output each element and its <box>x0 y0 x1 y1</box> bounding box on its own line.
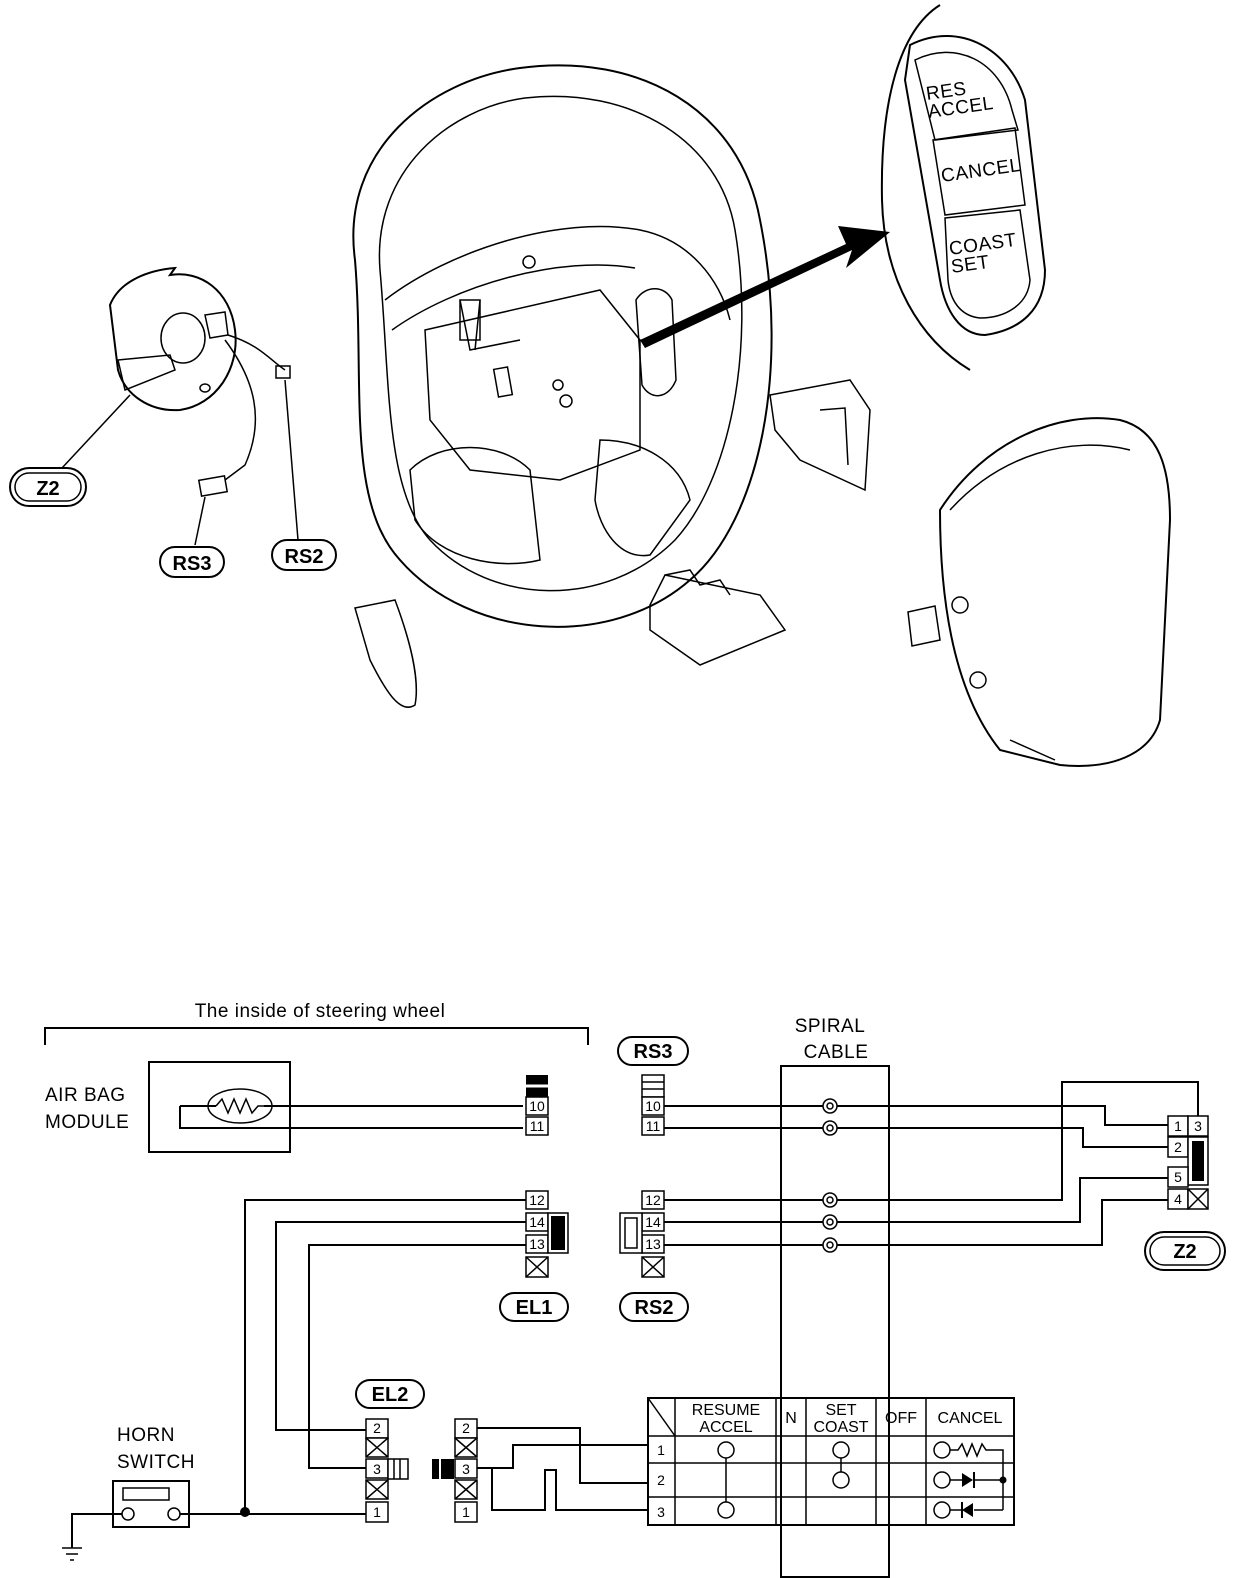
horn-label-1: HORN <box>117 1425 175 1446</box>
steering-wheel-illustration <box>352 64 773 628</box>
pin-z2-2: 2 <box>1174 1139 1182 1155</box>
header-set: SET <box>825 1402 856 1419</box>
header-coast: COAST <box>813 1419 868 1436</box>
tag-z2-illustration: Z2 <box>36 478 59 500</box>
switch-table: RESUME ACCEL N SET COAST OFF CANCEL 1 2 … <box>647 1397 1015 1526</box>
pin-z2-5: 5 <box>1174 1169 1182 1185</box>
header-off: OFF <box>885 1410 917 1427</box>
steering-wheel-bracket: The inside of steering wheel <box>44 1001 589 1045</box>
pin-el1-12: 12 <box>529 1192 545 1208</box>
air-bag-module: AIR BAG MODULE <box>45 1061 523 1153</box>
pin-z2-4: 4 <box>1174 1191 1182 1207</box>
pin-el2r-1: 1 <box>462 1504 470 1520</box>
pin-rs2-12: 12 <box>645 1192 661 1208</box>
tag-rs3-illustration: RS3 <box>173 553 212 575</box>
pin-z2-1: 1 <box>1174 1118 1182 1134</box>
illustration-tags: Z2 RS3 RS2 <box>9 467 337 578</box>
pin-el1-13: 13 <box>529 1236 545 1252</box>
connector-airbag-side: 10 11 <box>525 1075 549 1136</box>
connector-el2: EL2 2 3 1 2 3 1 <box>355 1379 478 1523</box>
pin-rs3-11: 11 <box>646 1118 661 1134</box>
tag-rs2: RS2 <box>635 1297 674 1319</box>
header-cancel: CANCEL <box>938 1410 1003 1427</box>
cancel-button-label: CANCEL <box>940 155 1022 187</box>
air-bag-label-2: MODULE <box>45 1112 129 1133</box>
pin-rs2-14: 14 <box>645 1214 661 1230</box>
tag-z2: Z2 <box>1173 1241 1196 1263</box>
pin-el2r-2: 2 <box>462 1420 470 1436</box>
bracket-label: The inside of steering wheel <box>195 1001 446 1022</box>
pin-el2l-3: 3 <box>373 1461 381 1477</box>
air-bag-label-1: AIR BAG <box>45 1085 126 1106</box>
row-2: 2 <box>657 1472 665 1488</box>
connector-rs3: RS3 10 11 <box>617 1036 689 1136</box>
small-parts-illustration <box>354 379 1172 767</box>
pin-el1-11: 11 <box>530 1118 545 1134</box>
connector-el1: 12 14 13 EL1 <box>499 1190 569 1322</box>
header-accel: ACCEL <box>699 1419 752 1436</box>
connector-rs2: 12 14 13 RS2 <box>619 1190 689 1322</box>
header-n: N <box>785 1410 797 1427</box>
set-button-label: SET <box>950 252 991 278</box>
pin-rs3-10: 10 <box>645 1098 661 1114</box>
horn-label-2: SWITCH <box>117 1452 195 1473</box>
spiral-wiring <box>664 1081 1199 1246</box>
spiral-cable: SPIRAL CABLE <box>780 1016 890 1578</box>
tag-rs3: RS3 <box>634 1041 673 1063</box>
spiral-label-1: SPIRAL <box>795 1016 866 1037</box>
pin-el2l-1: 1 <box>373 1504 381 1520</box>
pin-el1-10: 10 <box>529 1098 545 1114</box>
tag-el2: EL2 <box>372 1384 409 1406</box>
pin-rs2-13: 13 <box>645 1236 661 1252</box>
spiral-cable-illustration <box>61 266 299 546</box>
pin-el2r-3: 3 <box>462 1461 470 1477</box>
pin-el2l-2: 2 <box>373 1420 381 1436</box>
spiral-label-2: CABLE <box>804 1042 869 1063</box>
row-1: 1 <box>657 1442 665 1458</box>
tag-rs2-illustration: RS2 <box>285 546 324 568</box>
pin-el1-14: 14 <box>529 1214 545 1230</box>
switch-wiring <box>477 1427 648 1511</box>
pin-z2-3: 3 <box>1194 1118 1202 1134</box>
header-resume: RESUME <box>692 1402 760 1419</box>
horn-switch: HORN SWITCH <box>62 1425 368 1561</box>
cruise-switch-closeup: RES ACCEL CANCEL COAST SET <box>880 4 1047 371</box>
row-3: 3 <box>657 1504 665 1520</box>
tag-el1: EL1 <box>516 1297 553 1319</box>
connector-z2: 1 3 2 5 4 Z2 <box>1144 1115 1226 1271</box>
callout-arrow <box>640 226 890 348</box>
